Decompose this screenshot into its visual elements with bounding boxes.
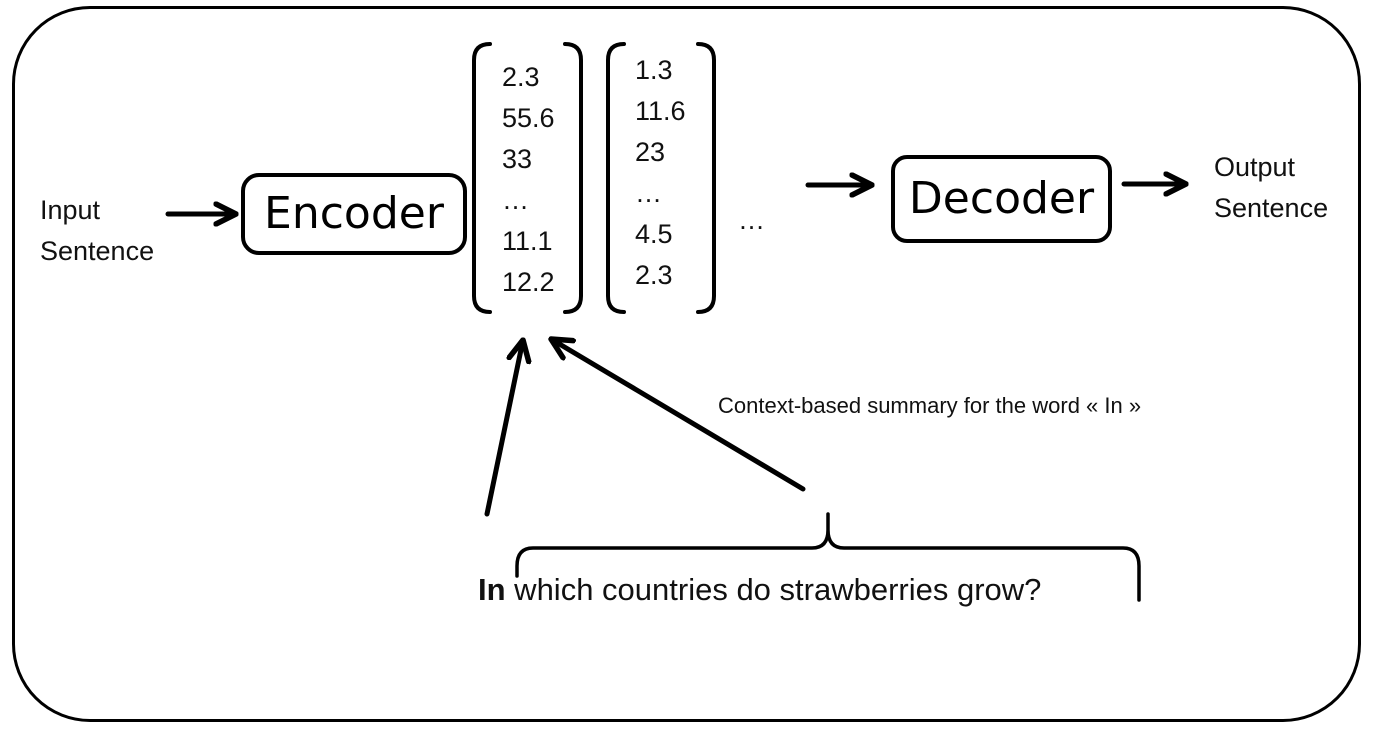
vector-1: 2.3 55.6 33 … 11.1 12.2 bbox=[502, 57, 555, 303]
decoder-box bbox=[891, 155, 1112, 243]
encoder-label: Encoder bbox=[264, 188, 444, 239]
output-label-line-2: Sentence bbox=[1214, 193, 1329, 223]
vector-1-value: 2.3 bbox=[502, 62, 540, 92]
vector-2-value: 23 bbox=[635, 137, 666, 167]
input-sentence: In which countries do strawberries grow? bbox=[478, 572, 1041, 608]
vector-2-left-bracket bbox=[606, 42, 626, 314]
context-brace bbox=[515, 512, 1141, 602]
more-vectors-ellipsis: … bbox=[738, 205, 765, 235]
sentence-rest: which countries do strawberries grow? bbox=[505, 572, 1042, 607]
vector-2-right-bracket bbox=[696, 42, 716, 314]
highlighted-word: In bbox=[478, 572, 506, 607]
input-label-line-2: Sentence bbox=[40, 236, 155, 266]
output-sentence-label: Output Sentence bbox=[1214, 147, 1328, 229]
vector-1-right-bracket bbox=[563, 42, 583, 314]
vector-1-value: 12.2 bbox=[502, 267, 555, 297]
context-summary-annotation: Context-based summary for the word « In … bbox=[718, 393, 1142, 418]
vector-1-value: … bbox=[502, 185, 529, 215]
vector-1-value: 55.6 bbox=[502, 103, 555, 133]
vector-1-value: 11.1 bbox=[502, 226, 553, 256]
word-to-vector-arrow bbox=[484, 340, 523, 517]
vector-2-value: … bbox=[635, 178, 662, 208]
output-label-line-1: Output bbox=[1214, 152, 1296, 182]
vector-2: 1.3 11.6 23 … 4.5 2.3 bbox=[635, 50, 686, 296]
vector-1-value: 33 bbox=[502, 144, 533, 174]
input-label-line-1: Input bbox=[40, 195, 101, 225]
vector-2-value: 1.3 bbox=[635, 55, 673, 85]
diagram-frame bbox=[12, 6, 1361, 722]
encoder-box bbox=[241, 173, 467, 255]
context-to-vector-arrow bbox=[551, 339, 806, 492]
vector-2-value: 2.3 bbox=[635, 260, 673, 290]
vector-2-value: 11.6 bbox=[635, 96, 686, 126]
decoder-label: Decoder bbox=[908, 173, 1095, 224]
vector-1-left-bracket bbox=[472, 42, 492, 314]
vector-2-value: 4.5 bbox=[635, 219, 673, 249]
input-sentence-label: Input Sentence bbox=[40, 190, 154, 272]
